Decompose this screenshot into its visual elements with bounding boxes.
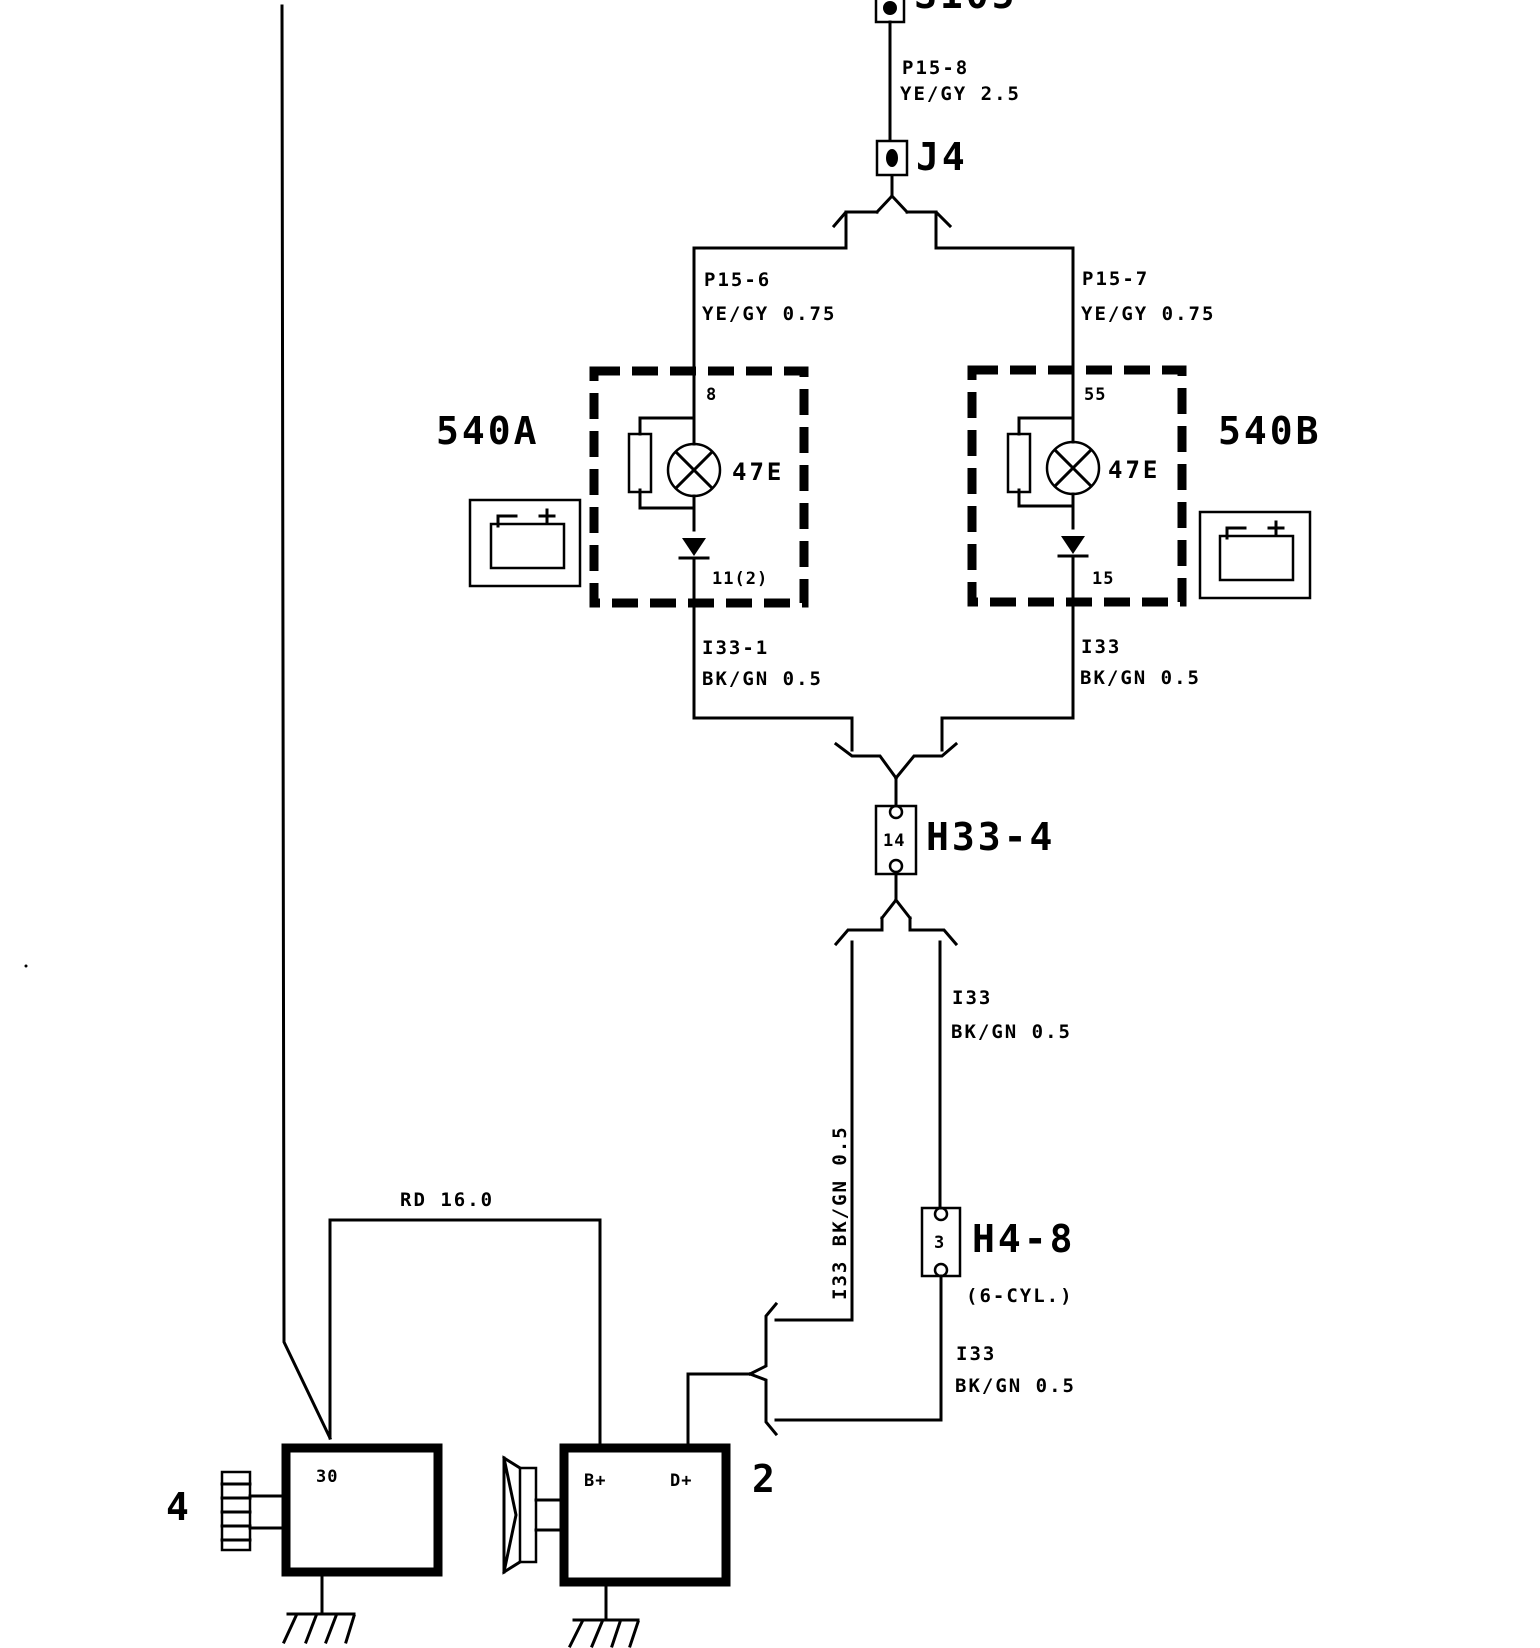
resistor-540b <box>1006 432 1032 494</box>
alternator-terminal-bplus: B+ <box>584 1471 606 1491</box>
lamp-540b-icon <box>1045 440 1101 496</box>
alternator-ground-icon <box>567 1584 640 1648</box>
wire-right-upper <box>934 210 1075 372</box>
wire-bottom-right <box>774 1274 943 1422</box>
wire-battery-feed <box>328 1218 602 1448</box>
module-540a: 540A 8 47E 11(2) <box>436 366 809 608</box>
wire-left-upper-code: P15-6 <box>704 269 771 291</box>
wire-bottom-right-code: I33 <box>956 1343 996 1365</box>
connector-h33-4-label: H33-4 <box>926 815 1055 859</box>
module-540a-label: 540A <box>436 409 540 453</box>
connector-h4-8-label: H4-8 <box>972 1217 1076 1261</box>
module-540b-label: 540B <box>1218 409 1322 453</box>
alternator: B+ D+ 2 <box>502 1443 778 1648</box>
wire-left-long <box>280 4 333 1441</box>
starter-label: 4 <box>166 1485 192 1529</box>
split-j4 <box>831 175 953 229</box>
wire-right-lower-code: I33 <box>1081 636 1121 658</box>
stray-mark <box>24 964 28 968</box>
module-540b: 540B 55 47E 15 <box>967 365 1322 608</box>
alternator-label: 2 <box>752 1457 778 1501</box>
wire-right-upper-code: P15-7 <box>1082 268 1149 290</box>
wire-right-upper-spec: YE/GY 0.75 <box>1081 303 1215 325</box>
starter-ground-icon <box>282 1574 356 1644</box>
wire-mid-left-label: I33 BK/GN 0.5 <box>829 1125 851 1300</box>
diode-540b-icon <box>1057 536 1089 558</box>
battery-540b-icon <box>1198 510 1312 600</box>
wire-top-spec: YE/GY 2.5 <box>900 83 1021 105</box>
connector-j4: J4 <box>875 135 968 179</box>
connector-h4-8-note: (6-CYL.) <box>966 1285 1074 1307</box>
merge-h33 <box>833 741 959 806</box>
wire-battery-feed-label: RD 16.0 <box>400 1189 494 1211</box>
wire-left-lower-spec: BK/GN 0.5 <box>702 668 823 690</box>
wire-left-upper <box>692 210 848 372</box>
connector-s105-label: S105 <box>914 0 1018 17</box>
starter-gear-icon <box>220 1470 284 1552</box>
connector-h4-8-pin: 3 <box>934 1233 945 1253</box>
wire-mid-right-code: I33 <box>952 987 992 1009</box>
wire-left-lower <box>692 604 854 752</box>
alternator-terminal-dplus: D+ <box>670 1471 692 1491</box>
wire-mid-left <box>774 940 854 1322</box>
starter-motor: 30 4 <box>166 1443 443 1644</box>
wire-top-code: P15-8 <box>902 57 969 79</box>
wire-left-upper-spec: YE/GY 0.75 <box>702 303 836 325</box>
wire-mid-right-spec: BK/GN 0.5 <box>951 1021 1072 1043</box>
battery-540a-icon <box>468 498 582 588</box>
connector-h33-4-pin: 14 <box>883 831 905 851</box>
alternator-pulley-icon <box>502 1455 562 1575</box>
module-540b-pin-bottom: 15 <box>1092 569 1114 589</box>
connector-j4-label: J4 <box>916 135 968 179</box>
module-540b-pin-top: 55 <box>1084 385 1106 405</box>
module-540a-pin-bottom: 11(2) <box>712 569 768 589</box>
module-540b-lamp: 47E <box>1108 456 1160 484</box>
wire-left-lower-code: I33-1 <box>702 637 769 659</box>
connector-h33-4: 14 H33-4 <box>874 804 1055 876</box>
lamp-540a-icon <box>666 442 722 498</box>
module-540a-pin-top: 8 <box>706 385 717 405</box>
connector-h4-8: 3 H4-8 (6-CYL.) <box>920 1206 1076 1307</box>
starter-terminal-30: 30 <box>316 1467 338 1487</box>
wire-right-lower-spec: BK/GN 0.5 <box>1080 667 1201 689</box>
wire-bottom-right-spec: BK/GN 0.5 <box>955 1375 1076 1397</box>
connector-s105: S105 <box>874 0 1018 24</box>
merge-dplus <box>686 1301 779 1448</box>
module-540a-lamp: 47E <box>732 458 784 486</box>
wire-right-lower <box>940 604 1075 752</box>
split-h33 <box>833 872 959 947</box>
resistor-540a <box>627 432 653 494</box>
diode-540a-icon <box>678 538 710 560</box>
